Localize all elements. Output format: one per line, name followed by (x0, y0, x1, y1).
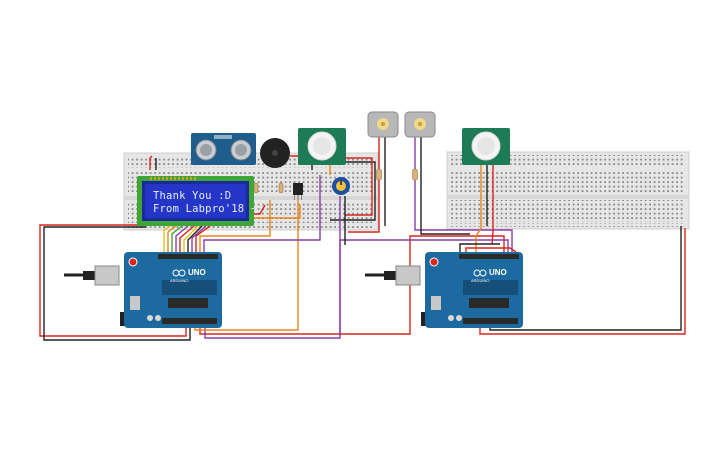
arduino-board-icon[interactable]: UNO ARDUINO (365, 252, 523, 328)
ultrasonic-sensor-icon[interactable] (191, 133, 256, 165)
resistors (253, 168, 418, 194)
board-label: UNO (489, 268, 507, 277)
brand-label: ARDUINO (471, 278, 489, 283)
pir-sensor-icon[interactable] (298, 128, 346, 165)
board-label: UNO (188, 268, 206, 277)
brand-label: ARDUINO (170, 278, 188, 283)
pir-sensor-icon[interactable] (462, 128, 510, 165)
dc-motor-icon[interactable] (367, 111, 399, 138)
lcd-line-2: From Labpro'18 ~ (153, 203, 257, 215)
dc-motor-icon[interactable] (404, 111, 436, 138)
arduino-board-icon[interactable]: UNO ARDUINO (64, 252, 222, 328)
transistor-icon[interactable] (293, 183, 303, 200)
lcd-display-icon: Thank You :D From Labpro'18 ~ (137, 176, 257, 226)
buzzer-icon[interactable] (260, 138, 290, 168)
potentiometer-icon[interactable] (332, 177, 350, 195)
lcd-line-1: Thank You :D (153, 190, 231, 202)
